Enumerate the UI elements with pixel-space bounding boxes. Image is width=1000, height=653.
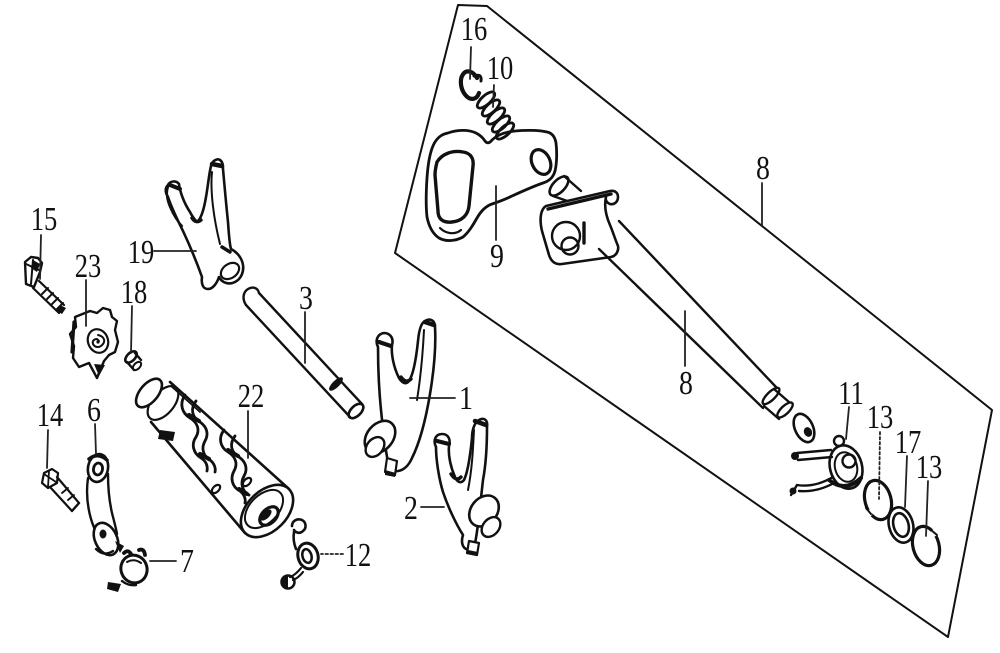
svg-text:18: 18 — [121, 273, 148, 311]
svg-text:3: 3 — [299, 278, 313, 316]
svg-text:1: 1 — [459, 378, 473, 416]
svg-text:13: 13 — [916, 448, 943, 486]
svg-text:12: 12 — [345, 536, 372, 574]
svg-text:22: 22 — [238, 377, 265, 415]
svg-text:19: 19 — [128, 233, 155, 271]
svg-text:11: 11 — [838, 374, 864, 412]
svg-text:23: 23 — [75, 247, 102, 285]
svg-text:9: 9 — [490, 236, 504, 274]
svg-text:8: 8 — [756, 148, 770, 186]
svg-text:17: 17 — [895, 423, 922, 461]
svg-text:14: 14 — [37, 396, 64, 434]
svg-text:16: 16 — [461, 10, 488, 48]
svg-text:6: 6 — [87, 390, 101, 428]
svg-text:15: 15 — [31, 200, 58, 238]
svg-text:7: 7 — [180, 541, 194, 579]
svg-text:8: 8 — [679, 363, 693, 401]
svg-text:13: 13 — [867, 398, 894, 436]
svg-text:10: 10 — [487, 49, 514, 87]
svg-text:2: 2 — [404, 488, 418, 526]
